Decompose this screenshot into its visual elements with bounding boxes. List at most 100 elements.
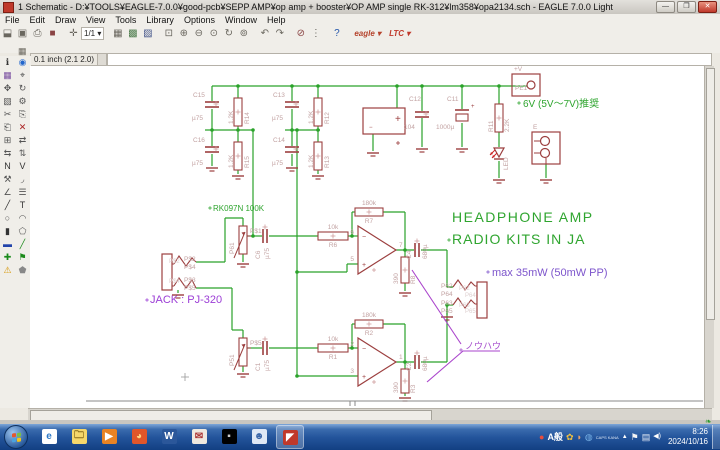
- network-icon[interactable]: ▤: [641, 432, 651, 442]
- junction-dot[interactable]: [210, 128, 214, 132]
- junction-dot[interactable]: [236, 84, 240, 88]
- resistor[interactable]: [313, 97, 323, 127]
- led[interactable]: [492, 147, 506, 159]
- tray-icon-0[interactable]: ✿: [565, 432, 574, 442]
- command-input[interactable]: [107, 53, 712, 66]
- taskbar-app-eagle[interactable]: ◤: [276, 425, 304, 449]
- save-icon[interactable]: ▣: [17, 28, 28, 39]
- schematic-drawing[interactable]: +−+−++−C15µ75C16µ75C13µ75C14µ75C12104C11…: [30, 66, 704, 408]
- replace-icon[interactable]: ⇆: [3, 148, 12, 158]
- label-icon[interactable]: ⚑: [18, 252, 27, 262]
- gateswap-icon[interactable]: ⇅: [18, 148, 27, 158]
- wire-icon[interactable]: ╱: [4, 200, 11, 210]
- rotate-icon[interactable]: ↻: [18, 83, 27, 93]
- anchor-icon[interactable]: ✛: [69, 28, 78, 39]
- potentiometer[interactable]: [238, 225, 248, 255]
- junction-dot[interactable]: [290, 128, 294, 132]
- miter-icon[interactable]: ◞: [20, 174, 25, 184]
- sheet-grid-icon[interactable]: ▦: [18, 46, 27, 56]
- resistor[interactable]: [400, 256, 410, 284]
- cut-icon[interactable]: ✂: [3, 109, 12, 119]
- junction-dot[interactable]: [395, 84, 399, 88]
- grid-icon[interactable]: ▦: [113, 28, 123, 39]
- taskbar-app-explorer[interactable]: 🗀: [66, 425, 92, 447]
- redo-icon[interactable]: ↷: [275, 28, 285, 39]
- resistor[interactable]: [317, 343, 349, 353]
- name-icon[interactable]: N: [4, 161, 11, 171]
- jack-contact[interactable]: [173, 277, 197, 289]
- taskbar-app-word[interactable]: W: [156, 425, 182, 447]
- taskbar-app-mediaplayer[interactable]: ▶: [96, 425, 122, 447]
- resistor[interactable]: [233, 141, 243, 171]
- junction-dot[interactable]: [251, 128, 255, 132]
- taskbar-app-console[interactable]: ▪: [216, 425, 242, 447]
- pinswap-icon[interactable]: ⇄: [18, 135, 27, 145]
- junction-dot[interactable]: [420, 84, 424, 88]
- polygon-icon[interactable]: ⬠: [18, 226, 27, 236]
- junction-dot[interactable]: [251, 234, 255, 238]
- junction-dot[interactable]: [445, 303, 449, 307]
- menu-help[interactable]: Help: [266, 15, 286, 25]
- copy-icon[interactable]: ⎘: [18, 109, 27, 119]
- paste-icon[interactable]: ⎗: [3, 122, 12, 132]
- zoom-select-icon[interactable]: ⊙: [209, 28, 219, 39]
- open-icon[interactable]: ⬓: [2, 28, 13, 39]
- junction-dot[interactable]: [350, 234, 354, 238]
- junction-dot[interactable]: [316, 84, 320, 88]
- junction-dot[interactable]: [316, 128, 320, 132]
- delete-icon[interactable]: ✕: [18, 122, 27, 132]
- value-icon[interactable]: V: [19, 161, 26, 171]
- jack-contact[interactable]: [452, 297, 476, 309]
- potentiometer[interactable]: [238, 337, 248, 367]
- add-icon[interactable]: ⊞: [3, 135, 12, 145]
- jack-contact[interactable]: [173, 255, 197, 267]
- command-mini-button[interactable]: [97, 53, 108, 66]
- junction-dot[interactable]: [236, 128, 240, 132]
- stop-icon[interactable]: ⊘: [296, 28, 306, 39]
- help-icon[interactable]: ?: [334, 28, 340, 39]
- display-layers-icon[interactable]: ▦: [3, 70, 12, 80]
- vertical-scrollbar-thumb[interactable]: [706, 68, 715, 320]
- jack-barrel[interactable]: [161, 253, 173, 291]
- menu-tools[interactable]: Tools: [115, 15, 137, 25]
- invoke-icon[interactable]: ☰: [18, 187, 27, 197]
- action-center-icon[interactable]: ⚑: [630, 432, 639, 442]
- taskbar-app-ie[interactable]: e: [36, 425, 62, 447]
- tray-alert-icon[interactable]: ●: [539, 432, 545, 442]
- junction-dot[interactable]: [403, 248, 407, 252]
- battery-block[interactable]: [362, 107, 406, 135]
- arc-icon[interactable]: ◠: [18, 213, 27, 223]
- junction-dot[interactable]: [497, 84, 501, 88]
- junction-icon[interactable]: ✚: [3, 252, 12, 262]
- capacitor-polar[interactable]: [455, 113, 469, 122]
- smash-icon[interactable]: ⚒: [3, 174, 12, 184]
- ltc-spice-logo[interactable]: LTC ▾: [389, 29, 411, 38]
- opamp[interactable]: [357, 336, 398, 388]
- menu-library[interactable]: Library: [146, 15, 174, 25]
- print-icon[interactable]: ⎙: [33, 28, 42, 39]
- export-image-icon[interactable]: ■: [49, 28, 56, 39]
- tray-icon-2[interactable]: ◍: [584, 432, 593, 442]
- errors-icon[interactable]: ⬟: [18, 265, 27, 275]
- maximize-button[interactable]: ❐: [677, 1, 696, 13]
- text-icon[interactable]: T: [19, 200, 26, 210]
- start-button[interactable]: [4, 425, 28, 449]
- move-icon[interactable]: ✥: [3, 83, 12, 93]
- menu-window[interactable]: Window: [224, 15, 257, 25]
- opamp[interactable]: [357, 224, 398, 276]
- resistor[interactable]: [313, 141, 323, 171]
- zoom-fit-icon[interactable]: ⊡: [164, 28, 174, 39]
- pot-arrow[interactable]: [233, 343, 246, 371]
- menu-options[interactable]: Options: [183, 15, 215, 25]
- junction-dot[interactable]: [290, 84, 294, 88]
- jack-contact[interactable]: [452, 279, 476, 291]
- close-button[interactable]: ✕: [698, 1, 717, 13]
- minimize-button[interactable]: —: [656, 1, 675, 13]
- display-icon[interactable]: ▨: [143, 28, 153, 39]
- tray-expand-icon[interactable]: ▲: [621, 434, 628, 440]
- run-icon[interactable]: ⋮: [310, 28, 321, 39]
- mark-icon[interactable]: ⌖: [19, 70, 26, 80]
